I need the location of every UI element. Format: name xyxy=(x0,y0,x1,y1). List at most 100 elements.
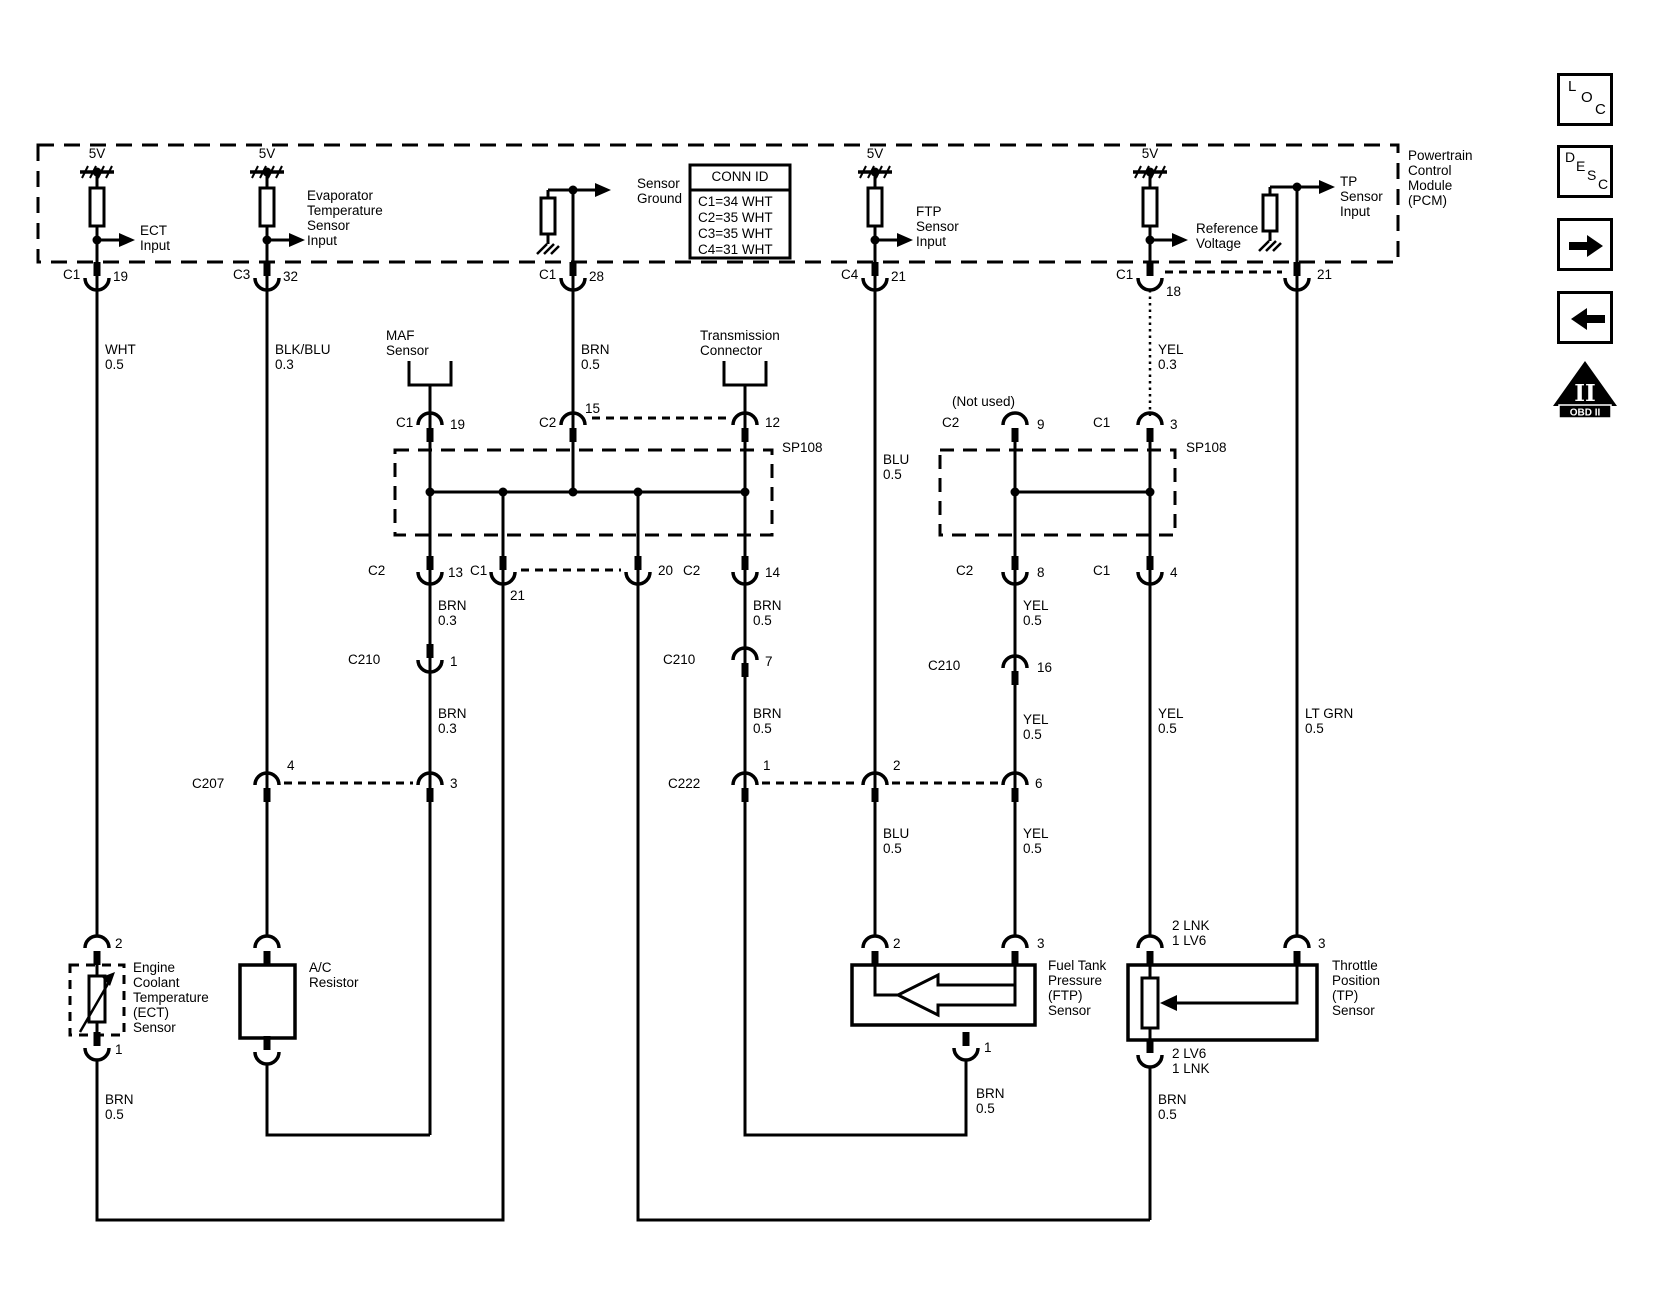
label-fivev-ftp: 5V xyxy=(866,146,884,161)
label-wire-brn03-b: BRN 0.3 xyxy=(438,706,467,737)
label-c4: C4 xyxy=(841,267,859,282)
label-wire-yel05-d: YEL 0.5 xyxy=(1023,826,1049,857)
connector-glyph xyxy=(1136,934,1164,965)
label-fivev-ect: 5V xyxy=(88,146,106,161)
label-c1-19: C1 xyxy=(396,415,414,430)
label-ftp-sensor: Fuel Tank Pressure (FTP) Sensor xyxy=(1048,958,1107,1019)
transmission-symbol xyxy=(722,361,768,387)
label-connid-row2: C2=35 WHT xyxy=(698,210,773,225)
connector-glyph xyxy=(559,262,587,292)
label-tp-input: TP Sensor Input xyxy=(1340,174,1383,220)
junction-dot xyxy=(262,167,272,177)
label-pin20: 20 xyxy=(658,563,674,578)
label-wire-yel05-b: YEL 0.5 xyxy=(1023,712,1049,743)
back-button[interactable] xyxy=(1557,291,1613,344)
label-wire-blu-a: BLU 0.5 xyxy=(883,452,910,483)
connector-glyph xyxy=(731,771,759,802)
loc-button[interactable]: L O C xyxy=(1557,73,1613,126)
label-pin21-top: 21 xyxy=(1317,267,1333,282)
ftp-sensor-box xyxy=(850,963,1037,1027)
connector-glyph xyxy=(83,934,111,965)
junction-dot xyxy=(870,235,880,245)
label-ect-pin2: 2 xyxy=(115,936,123,951)
label-c4-pin: 21 xyxy=(891,269,907,284)
label-ect-pin1: 1 xyxy=(115,1042,123,1057)
connector-glyph xyxy=(559,411,587,442)
connector-glyph xyxy=(416,771,444,802)
junction-dot xyxy=(92,167,102,177)
connector-glyph xyxy=(83,1032,111,1062)
label-wire-yel05-c: YEL 0.5 xyxy=(1158,706,1184,737)
label-connid-row3: C3=35 WHT xyxy=(698,226,773,241)
label-tp-top-pin: 2 LNK 1 LV6 xyxy=(1172,918,1210,949)
label-ect-input: ECT Input xyxy=(140,223,171,254)
connector-glyph xyxy=(1001,411,1029,442)
connector-glyph xyxy=(1283,934,1311,965)
label-c2-8: C2 xyxy=(956,563,974,578)
connector-glyph xyxy=(83,262,111,292)
label-c207-pin4: 4 xyxy=(287,758,295,773)
junction-dot xyxy=(1145,235,1155,245)
loc-letter: L xyxy=(1568,78,1577,95)
label-pin12: 12 xyxy=(765,415,781,430)
connector-glyph xyxy=(861,262,889,292)
label-c1-ref: C1 xyxy=(1116,267,1134,282)
label-wire-blu-b: BLU 0.5 xyxy=(883,826,910,857)
label-connid-row4: C4=31 WHT xyxy=(698,242,773,257)
label-c2-8-pin: 8 xyxy=(1037,565,1045,580)
obd2-icon: II OBD II xyxy=(1553,361,1617,419)
label-connid-row1: C1=34 WHT xyxy=(698,194,773,209)
label-wire-brn03-a: BRN 0.3 xyxy=(438,598,467,629)
obd2-badge[interactable]: II OBD II xyxy=(1552,360,1618,419)
label-wire-brn-gnd: BRN 0.5 xyxy=(581,342,610,373)
ground-symbols xyxy=(536,240,1282,255)
desc-letter: C xyxy=(1598,176,1609,192)
label-wire-brn05-a: BRN 0.5 xyxy=(753,598,782,629)
label-c207-pin3: 3 xyxy=(450,776,458,791)
label-trans-connector: Transmission Connector xyxy=(700,328,780,359)
label-c2-13: C2 xyxy=(368,563,386,578)
label-c210-16: C210 xyxy=(928,658,961,673)
connector-glyph xyxy=(253,771,281,802)
junction-dot xyxy=(1010,487,1020,497)
label-ftp-pin3: 3 xyxy=(1037,936,1045,951)
label-c1-4: C1 xyxy=(1093,563,1111,578)
label-c2-15-pin: 15 xyxy=(585,401,601,416)
signal-arrowheads xyxy=(119,180,1335,247)
label-c210-1: C210 xyxy=(348,652,381,667)
conn-id-box xyxy=(688,163,792,260)
label-c2-9-pin: 9 xyxy=(1037,417,1045,432)
label-c1-3-pin: 3 xyxy=(1170,417,1178,432)
connector-glyph xyxy=(1001,654,1029,685)
sp108-right-box xyxy=(938,448,1177,537)
forward-button[interactable] xyxy=(1557,218,1613,271)
ect-thermistor xyxy=(78,972,115,1033)
label-c207: C207 xyxy=(192,776,225,791)
label-tp-pin3: 3 xyxy=(1318,936,1326,951)
label-c1-gnd: C1 xyxy=(539,267,557,282)
desc-letter: D xyxy=(1565,149,1576,165)
desc-letter: E xyxy=(1576,158,1586,174)
label-c3: C3 xyxy=(233,267,251,282)
desc-letter: S xyxy=(1587,167,1597,183)
label-c1-gnd-pin: 28 xyxy=(589,269,605,284)
label-c222-pin1: 1 xyxy=(763,758,771,773)
label-c2-9: C2 xyxy=(942,415,960,430)
label-sensor-ground: Sensor Ground xyxy=(637,176,683,207)
connector-glyph xyxy=(1136,1039,1164,1069)
connector-glyph xyxy=(416,556,444,586)
label-c210-16-pin: 16 xyxy=(1037,660,1053,675)
label-c2-13-pin: 13 xyxy=(448,565,464,580)
desc-button[interactable]: D E S C xyxy=(1557,145,1613,198)
label-maf-sensor: MAF Sensor xyxy=(386,328,429,359)
label-c222-pin6: 6 xyxy=(1035,776,1043,791)
label-c1-21: C1 xyxy=(470,563,488,578)
label-ftp-pin1: 1 xyxy=(984,1040,992,1055)
connector-glyph xyxy=(731,411,759,442)
loc-letter: O xyxy=(1581,89,1593,106)
junction-dot xyxy=(568,487,578,497)
label-wire-yel03: YEL 0.3 xyxy=(1158,342,1184,373)
maf-symbol xyxy=(407,361,453,387)
pcm-box xyxy=(36,143,1400,264)
connector-glyph xyxy=(624,556,652,586)
